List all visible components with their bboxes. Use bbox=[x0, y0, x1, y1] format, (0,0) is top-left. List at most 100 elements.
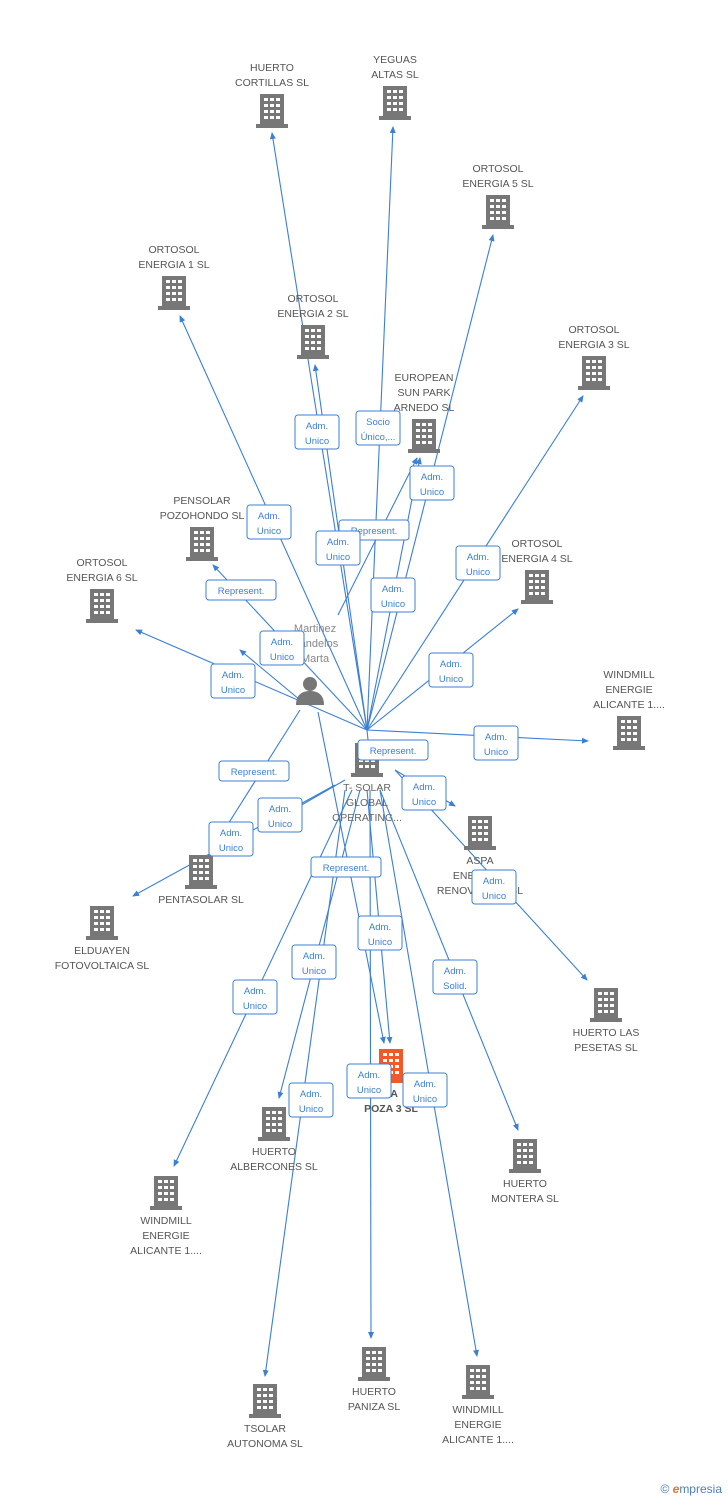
company-label-line: ELDUAYEN bbox=[74, 945, 130, 957]
relation-label-text: Adm. bbox=[369, 922, 391, 933]
relation-label-e_eld[interactable]: Adm.Unico bbox=[208, 821, 254, 857]
relation-label-e_wind_r[interactable]: Adm.Unico bbox=[473, 725, 519, 761]
relation-label-e_aspa[interactable]: Adm.Unico bbox=[401, 775, 447, 811]
building-icon bbox=[379, 86, 411, 120]
company-label-line: ORTOSOL bbox=[149, 244, 200, 256]
edge-label-layer: Adm.UnicoSocioÚnico,...Adm.UnicoAdm.Unic… bbox=[205, 410, 519, 1118]
relation-label-text: Unico bbox=[368, 937, 392, 948]
relation-label-e_solid[interactable]: Adm.Solid. bbox=[432, 959, 478, 995]
relation-label-text: Unico bbox=[305, 436, 329, 447]
company-label-line: PENTASOLAR SL bbox=[158, 894, 244, 906]
relation-label-text: Unico bbox=[420, 487, 444, 498]
person-name-line: Marta bbox=[301, 653, 330, 665]
relation-label-e_wind_l[interactable]: Adm. Unico bbox=[232, 979, 278, 1015]
relation-label-e_rep_main[interactable]: Represent. bbox=[357, 739, 429, 761]
relation-label-text: Adm. bbox=[358, 1070, 380, 1081]
relation-label-text: Adm. bbox=[244, 986, 266, 997]
relation-label-e_adm_y[interactable]: Adm. Unico bbox=[370, 577, 416, 613]
company-label-line: ENERGIA 6 SL bbox=[66, 572, 137, 584]
relation-label-text: Unico bbox=[413, 1094, 437, 1105]
relation-label-e_focus2[interactable]: Adm.Unico bbox=[346, 1063, 392, 1099]
building-icon bbox=[186, 527, 218, 561]
relation-label-text: Unico bbox=[219, 843, 243, 854]
company-label-line: WINDMILL bbox=[603, 669, 654, 681]
relation-label-e_euro[interactable]: Adm.Unico bbox=[409, 465, 455, 501]
relation-edge-17 bbox=[173, 789, 353, 1167]
building-icon bbox=[509, 1139, 541, 1173]
company-label-line: OPERATING... bbox=[332, 812, 402, 824]
relation-label-e_wind_b[interactable]: Adm. Unico bbox=[402, 1072, 448, 1108]
company-label-line: ALICANTE 1.... bbox=[442, 1434, 514, 1446]
relation-label-text: Unico bbox=[243, 1001, 267, 1012]
relation-label-e_adm_c[interactable]: Adm.Unico bbox=[315, 530, 361, 566]
relation-label-text: Unico bbox=[466, 567, 490, 578]
building-icon bbox=[86, 589, 118, 623]
building-icon bbox=[185, 855, 217, 889]
relation-label-text: Unico bbox=[484, 747, 508, 758]
relation-edge-25 bbox=[239, 649, 301, 701]
company-label-line: ENERGIA 5 SL bbox=[462, 178, 533, 190]
relation-label-text: Adm. bbox=[414, 1079, 436, 1090]
building-icon bbox=[358, 1347, 390, 1381]
company-label-line: ORTOSOL bbox=[473, 163, 524, 175]
relation-label-e_pens[interactable]: Adm.Unico bbox=[246, 504, 292, 540]
relation-label-e_focus[interactable]: Adm. Unico bbox=[357, 915, 403, 951]
relation-label-e_orto2[interactable]: Adm.Unico bbox=[294, 414, 340, 450]
relation-label-e_rep_bot[interactable]: Represent. bbox=[310, 856, 382, 878]
relation-label-e_person[interactable]: Adm.Unico bbox=[259, 630, 305, 666]
relation-label-text: Adm. bbox=[300, 1089, 322, 1100]
empresia-brand[interactable]: © empresia bbox=[660, 1482, 722, 1496]
relation-label-text: Adm. bbox=[382, 584, 404, 595]
relation-label-e_penta[interactable]: Adm.Unico bbox=[257, 797, 303, 833]
relation-label-text: Adm. bbox=[258, 511, 280, 522]
relation-label-text: Unico bbox=[439, 674, 463, 685]
company-label-line: PANIZA SL bbox=[348, 1401, 400, 1413]
company-label-line: ALICANTE 1.... bbox=[593, 699, 665, 711]
company-node-orto5[interactable]: ORTOSOL ENERGIA 5 SL bbox=[462, 163, 534, 229]
relation-label-e_pesetas[interactable]: Adm.Unico bbox=[471, 869, 517, 905]
relation-label-text: Adm. bbox=[222, 670, 244, 681]
relation-label-text: Adm. bbox=[269, 804, 291, 815]
brand-initial: e bbox=[672, 1482, 680, 1496]
relation-label-e_auto[interactable]: Adm.Unico bbox=[288, 1082, 334, 1118]
relation-label-e_orto4[interactable]: Adm.Unico bbox=[455, 545, 501, 581]
relation-label-text: Adm. bbox=[303, 951, 325, 962]
relation-label-e_orto6[interactable]: Adm.Unico bbox=[210, 663, 256, 699]
company-node-pentasolar[interactable]: PENTASOLAR SL bbox=[158, 855, 244, 906]
relation-label-e_rep_left[interactable]: Represent. bbox=[218, 760, 290, 782]
relation-label-text: Unico bbox=[381, 599, 405, 610]
relation-label-text: Adm. bbox=[444, 966, 466, 977]
building-icon bbox=[578, 356, 610, 390]
relation-label-e_socio[interactable]: SocioÚnico,... bbox=[355, 410, 401, 446]
company-node-tsolar[interactable]: T- SOLARGLOBALOPERATING... bbox=[332, 743, 402, 824]
relation-label-e_alb[interactable]: Adm.Unico bbox=[291, 944, 337, 980]
relation-label-e_rep_pens[interactable]: Represent. bbox=[205, 579, 277, 601]
company-label-line: HUERTO bbox=[252, 1146, 296, 1158]
company-label-line: PENSOLAR bbox=[173, 495, 231, 507]
company-label-line: T- SOLAR bbox=[343, 782, 391, 794]
building-icon bbox=[258, 1107, 290, 1141]
relation-edge-16 bbox=[277, 789, 361, 1099]
relation-label-e_orto4b[interactable]: Adm.Unico bbox=[428, 652, 474, 688]
building-icon bbox=[249, 1384, 281, 1418]
